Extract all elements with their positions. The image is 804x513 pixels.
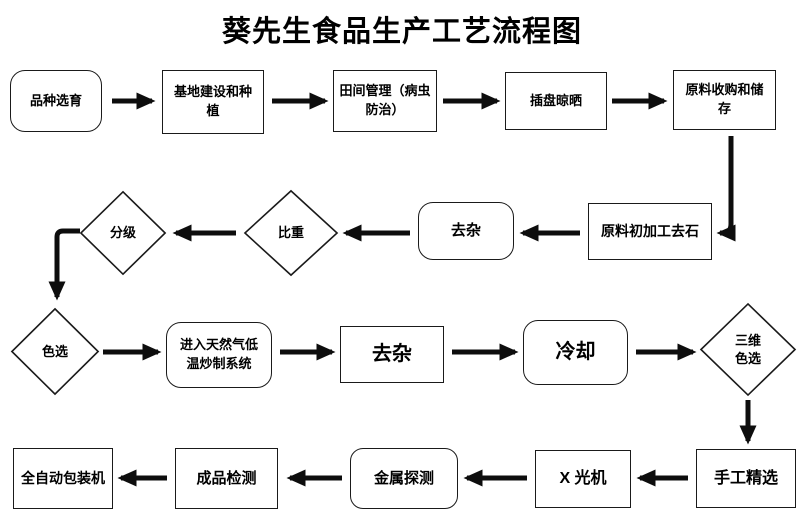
node-auto-packing: 全自动包装机	[13, 448, 113, 509]
node-manual-selection-label: 手工精选	[713, 469, 778, 487]
node-xray-machine: X 光机	[535, 450, 631, 508]
node-base-construction-label: 基地建设和种植	[173, 84, 252, 118]
node-gas-roasting: 进入天然气低温炒制系统	[166, 322, 272, 388]
node-breeding: 品种选育	[10, 70, 102, 132]
node-field-management: 田间管理（病虫防治）	[333, 70, 437, 132]
node-base-construction: 基地建设和种植	[162, 70, 264, 134]
node-color-sorting-label: 色选	[41, 343, 68, 359]
diamond-shape	[244, 190, 338, 276]
node-raw-purchase-storage-label: 原料收购和储存	[685, 82, 764, 116]
node-tray-drying-label: 插盘晾晒	[529, 92, 582, 108]
node-metal-detection-label: 金属探测	[373, 469, 434, 487]
node-cooling-label: 冷却	[555, 341, 596, 363]
node-cooling: 冷却	[523, 320, 628, 385]
node-grading: 分级	[80, 191, 166, 275]
node-raw-primary-destone: 原料初加工去石	[588, 203, 712, 260]
diamond-shape	[11, 308, 99, 395]
node-raw-purchase-storage: 原料收购和储存	[673, 70, 776, 130]
node-impurity-removal-1-label: 去杂	[450, 222, 481, 240]
node-gas-roasting-label: 进入天然气低温炒制系统	[179, 337, 258, 371]
node-3d-color-sorting-label: 三维色选	[734, 332, 761, 366]
node-specific-gravity-label: 比重	[277, 225, 304, 241]
diamond-shape	[80, 191, 166, 275]
node-impurity-removal-1: 去杂	[418, 202, 514, 260]
node-finished-inspection-label: 成品检测	[196, 469, 257, 487]
node-specific-gravity: 比重	[244, 190, 338, 276]
node-3d-color-sorting: 三维色选	[700, 303, 796, 396]
node-auto-packing-label: 全自动包装机	[21, 470, 105, 487]
node-manual-selection: 手工精选	[696, 449, 796, 508]
node-xray-machine-label: X 光机	[559, 470, 607, 488]
node-tray-drying: 插盘晾晒	[505, 72, 607, 130]
arrow-purchase-to-destone-elbow	[716, 136, 736, 242]
diamond-shape	[700, 303, 796, 396]
node-grading-label: 分级	[109, 225, 136, 241]
node-color-sorting: 色选	[11, 308, 99, 395]
arrow-grading-to-colorsort-elbow	[48, 228, 80, 301]
node-metal-detection: 金属探测	[350, 448, 458, 509]
node-impurity-removal-2: 去杂	[340, 326, 444, 383]
node-field-management-label: 田间管理（病虫防治）	[339, 83, 431, 117]
node-finished-inspection: 成品检测	[175, 448, 278, 509]
node-raw-primary-destone-label: 原料初加工去石	[601, 223, 699, 240]
node-breeding-label: 品种选育	[29, 92, 82, 108]
page-title: 葵先生食品生产工艺流程图	[221, 16, 582, 48]
node-impurity-removal-2-label: 去杂	[372, 343, 412, 365]
